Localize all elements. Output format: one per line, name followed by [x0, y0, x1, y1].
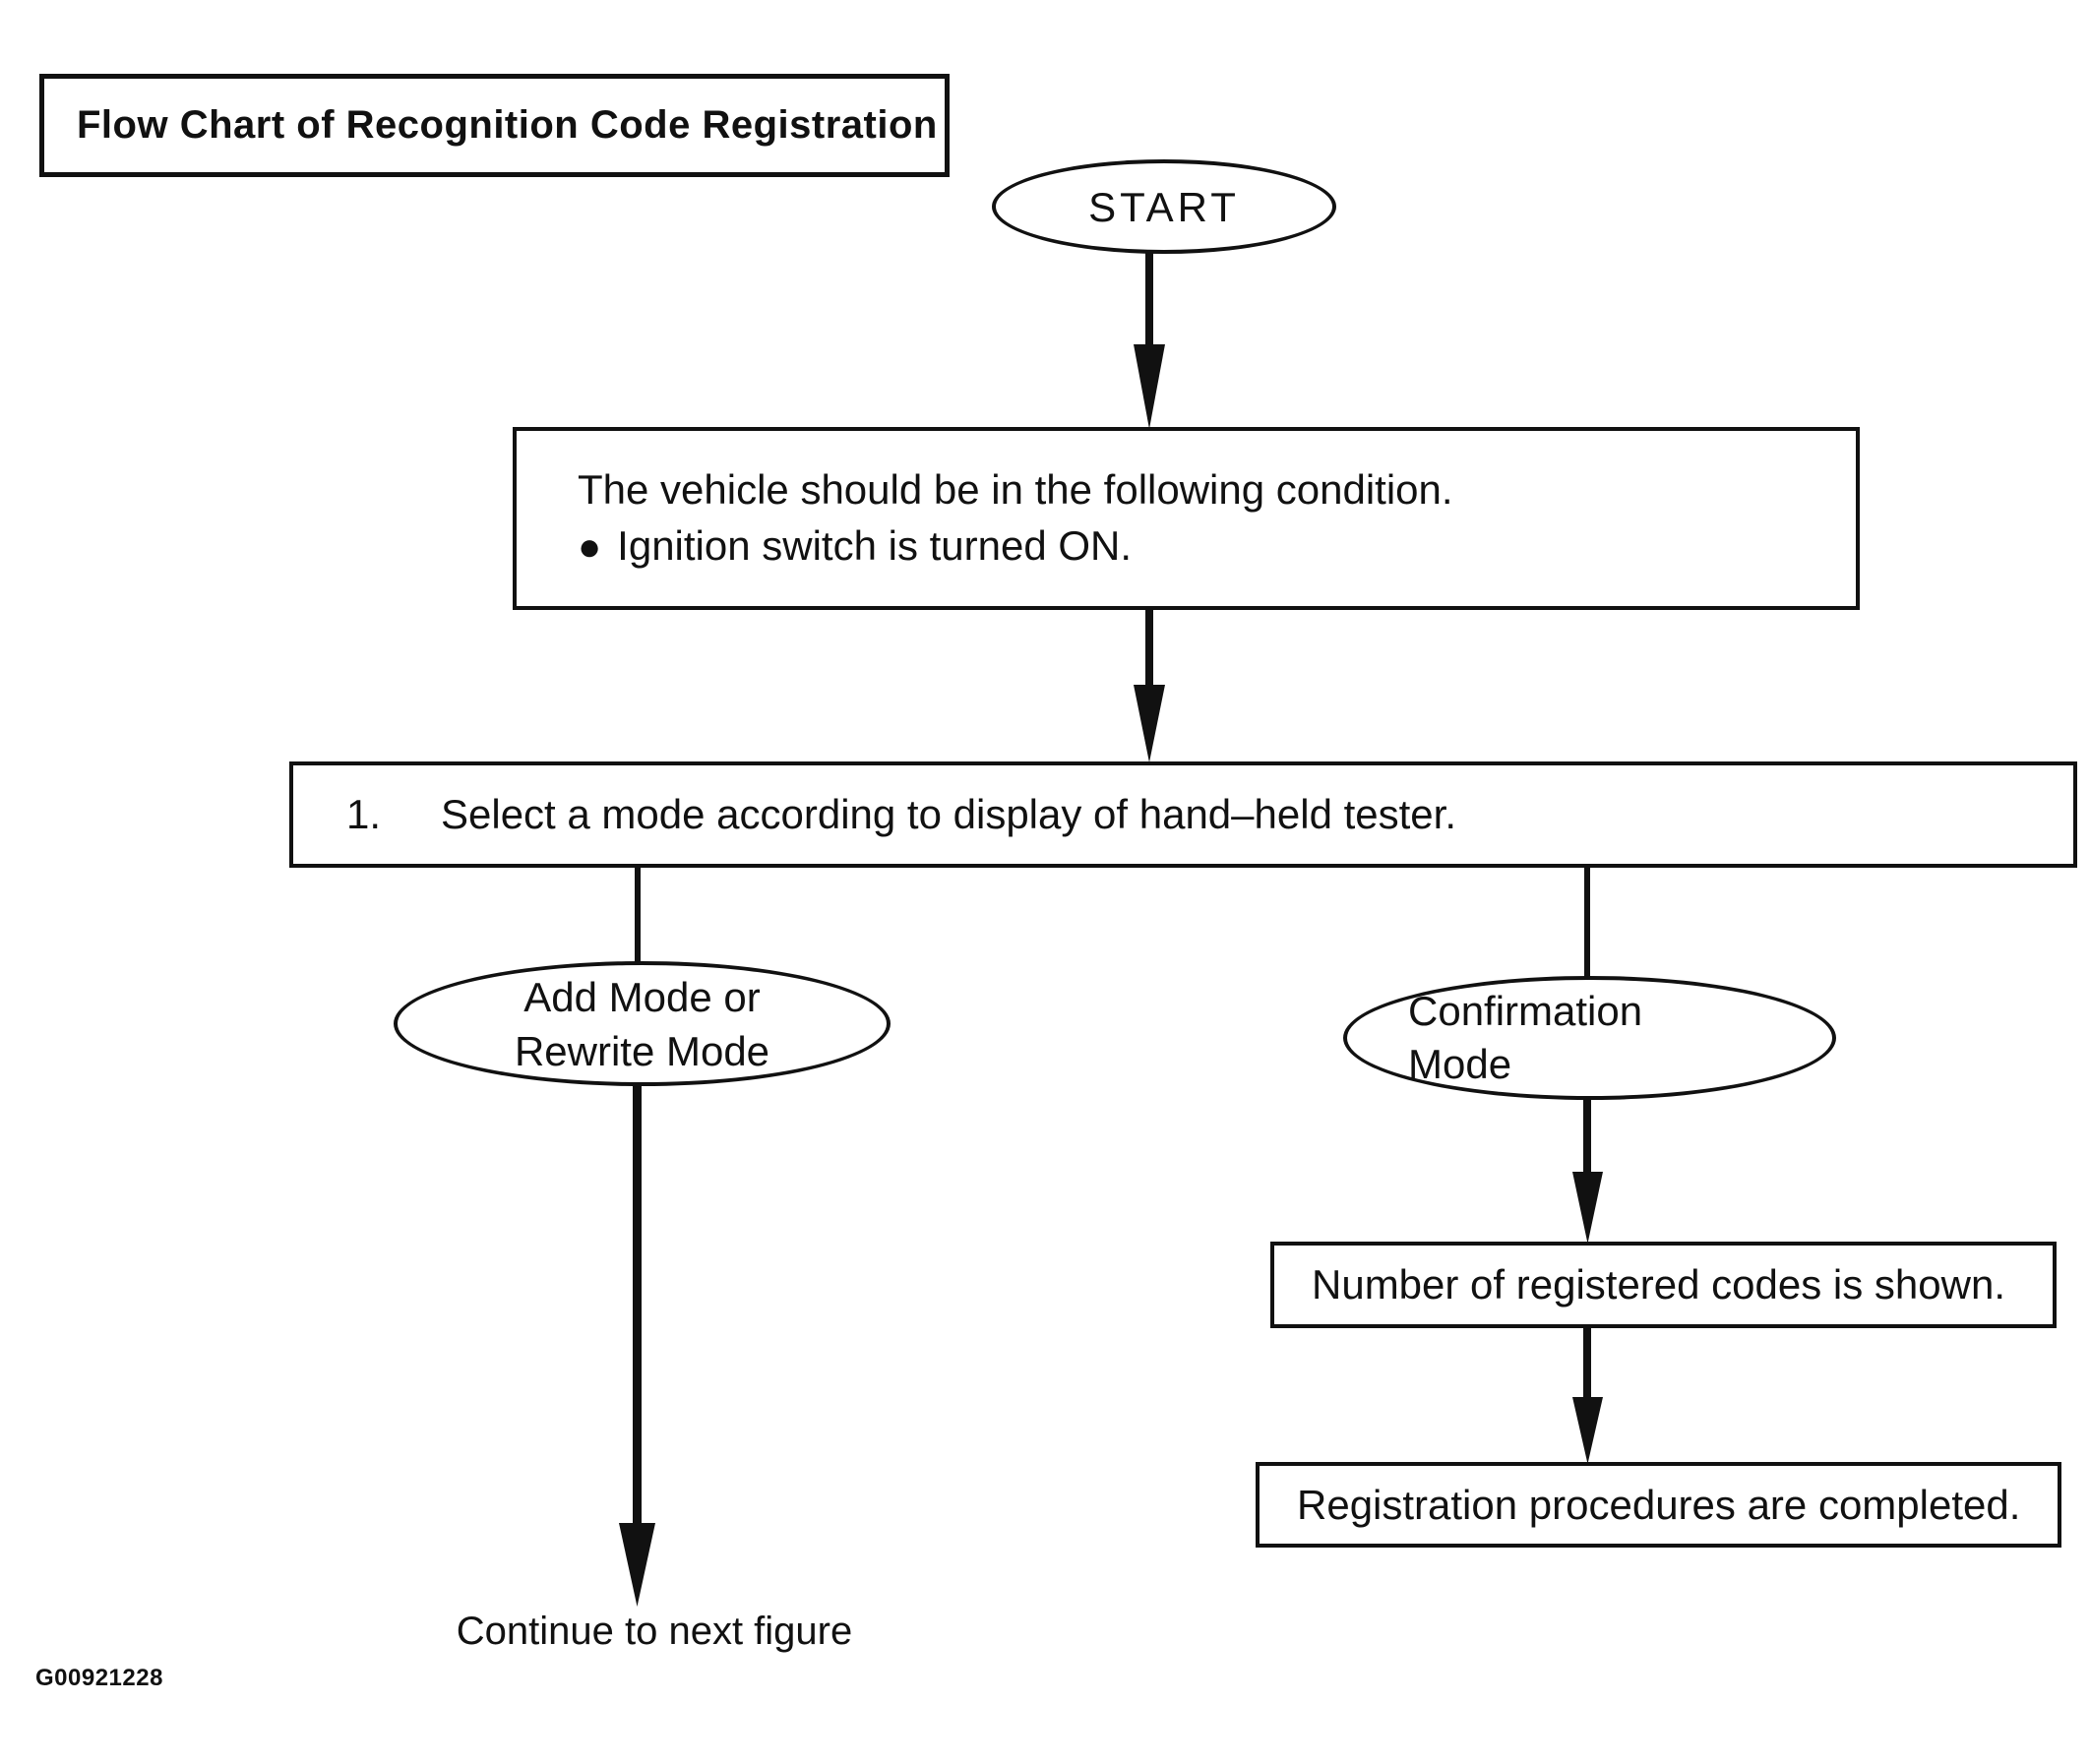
arrow-continue-head-icon	[619, 1523, 655, 1607]
arrow-start-stem	[1145, 252, 1153, 350]
page-title: Flow Chart of Recognition Code Registrat…	[77, 103, 938, 147]
branch-line-right	[1584, 866, 1590, 979]
arrow-registered-head-icon	[1572, 1172, 1603, 1244]
start-label: START	[1088, 183, 1240, 230]
start-node: START	[992, 159, 1336, 254]
condition-line1: The vehicle should be in the following c…	[578, 466, 1453, 513]
registered-codes-box: Number of registered codes is shown.	[1270, 1242, 2057, 1328]
bullet-icon: ●	[578, 525, 602, 569]
arrow-registered-stem	[1583, 1098, 1591, 1177]
add-rewrite-mode-node: Add Mode or Rewrite Mode	[394, 961, 891, 1086]
arrow-completed-head-icon	[1572, 1397, 1603, 1464]
step-number: 1.	[346, 791, 382, 837]
figure-id: G00921228	[35, 1665, 163, 1691]
confirmation-line2: Mode	[1408, 1041, 1512, 1087]
confirmation-line1: Confirmation	[1408, 988, 1643, 1034]
confirmation-mode-node: Confirmation Mode	[1343, 976, 1836, 1100]
select-mode-text: Select a mode according to display of ha…	[441, 791, 1456, 837]
add-rewrite-line2: Rewrite Mode	[514, 1027, 770, 1074]
registered-codes-text: Number of registered codes is shown.	[1312, 1261, 2005, 1308]
completed-box: Registration procedures are completed.	[1256, 1462, 2061, 1548]
completed-text: Registration procedures are completed.	[1297, 1481, 2021, 1528]
arrow-start-head-icon	[1134, 344, 1165, 429]
branch-line-left	[635, 866, 641, 964]
arrow-continue-stem	[633, 1083, 642, 1531]
condition-line2: ●Ignition switch is turned ON.	[578, 522, 1133, 569]
add-rewrite-line1: Add Mode or	[523, 973, 761, 1020]
arrow-completed-stem	[1583, 1328, 1591, 1403]
continue-label: Continue to next figure	[456, 1610, 853, 1653]
select-mode-box: 1. Select a mode according to display of…	[289, 761, 2077, 868]
condition-box: The vehicle should be in the following c…	[513, 427, 1860, 610]
arrow-condition-head-icon	[1134, 685, 1165, 762]
arrow-condition-stem	[1145, 608, 1153, 691]
title-box: Flow Chart of Recognition Code Registrat…	[39, 74, 950, 177]
